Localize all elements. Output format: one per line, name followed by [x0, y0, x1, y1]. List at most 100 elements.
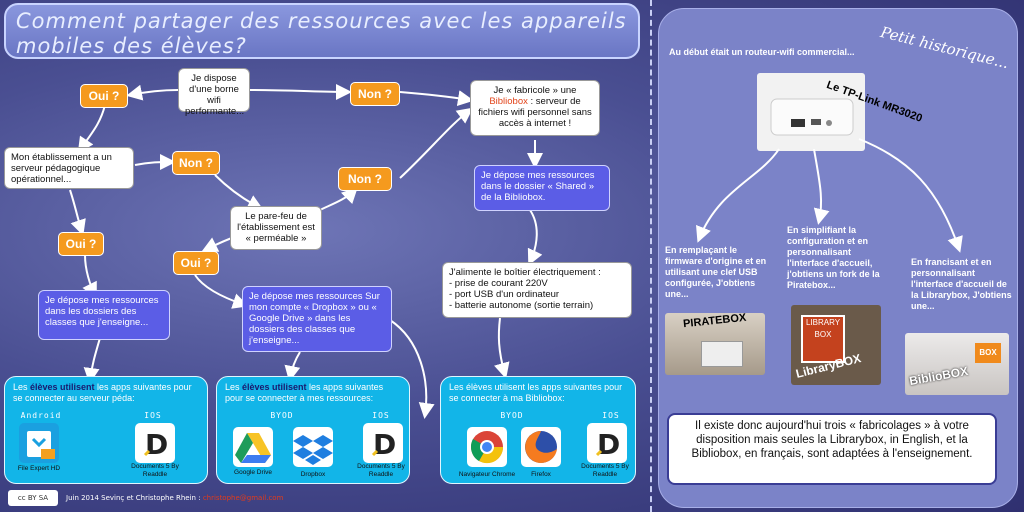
- apps-box-ressources-text: Les élèves utilisent les apps suivantes …: [217, 377, 409, 409]
- router-shape: [701, 341, 743, 367]
- power-item-2: - port USB d'un ordinateur: [449, 289, 560, 300]
- os-label-byod: BYOD: [500, 411, 524, 420]
- app-name-google-drive: Google Drive: [234, 469, 272, 476]
- arrow-borne-non: [249, 83, 352, 100]
- history-step-librarybox: En simplifiant la configuration et en pe…: [787, 225, 880, 290]
- box2-bold: élèves utilisent: [242, 382, 307, 392]
- firefox-icon[interactable]: [521, 427, 561, 467]
- non-button-3[interactable]: Non ?: [338, 167, 392, 191]
- router-photo: [757, 73, 865, 151]
- os-label-ios: IOS: [144, 411, 162, 420]
- app-name-documents: Documents 5 By Readdle: [131, 463, 179, 478]
- title-line-2: mobiles des élèves?: [16, 34, 247, 58]
- fabricole-bubble: Je « fabricole » une Bibliobox : serveur…: [470, 80, 600, 136]
- power-bubble: J'alimente le boîtier électriquement : -…: [442, 262, 632, 318]
- box1-post: les apps suivantes pour se connecter au …: [13, 382, 192, 403]
- arrow-power-box3: [494, 317, 510, 379]
- arrow-dropbox-right: [389, 319, 435, 419]
- svg-text:D: D: [145, 428, 168, 461]
- apps-box-serveur-text: Les élèves utilisent les apps suivantes …: [5, 377, 207, 409]
- os-label-ios: IOS: [372, 411, 390, 420]
- librarybox-sticker: LIBRARY BOX: [801, 315, 845, 363]
- apps-box-bibliobox: Les élèves utilisent les apps suivantes …: [440, 376, 636, 484]
- bibliobox-label: BiblioBOX: [908, 363, 970, 389]
- credit-line: Juin 2014 Sevinç et Christophe Rhein : c…: [66, 494, 283, 502]
- arrow-non2-fabricole: [399, 107, 474, 179]
- history-step-piratebox: En remplaçant le firmware d'origine et e…: [665, 245, 767, 299]
- cc-license-badge: cc BY SA: [8, 490, 58, 506]
- fabricole-text-pre: Je « fabricole » une: [493, 85, 577, 96]
- oui-button-1[interactable]: Oui ?: [80, 84, 128, 108]
- app-name-firefox: Firefox: [531, 471, 551, 478]
- question-serveur: Mon établissement a un serveur pédagogiq…: [4, 147, 134, 189]
- piratebox-label: PIRATEBOX: [682, 313, 747, 331]
- app-name-file-expert: File Expert HD: [17, 465, 61, 472]
- bibliobox-photo: BOX BiblioBOX: [905, 333, 1009, 395]
- app-name-documents: Documents 5 By Readdle: [357, 463, 405, 478]
- fabricole-text-post: : serveur de fichiers wifi personnel san…: [478, 96, 592, 129]
- os-label-ios: IOS: [602, 411, 620, 420]
- arrow-oui-classes: [82, 254, 97, 299]
- os-label-byod: BYOD: [270, 411, 294, 420]
- svg-text:D: D: [597, 428, 620, 461]
- file-expert-icon[interactable]: [19, 423, 59, 463]
- oui-button-3[interactable]: Oui ?: [173, 251, 219, 275]
- arrow-dropbox-box2: [284, 351, 301, 382]
- question-borne-wifi: Je dispose d'une borne wifi performante.…: [178, 68, 250, 117]
- arrow-classes-box1: [83, 337, 101, 384]
- non-button-2[interactable]: Non ?: [172, 151, 220, 175]
- arrow-non-parefeu: [214, 174, 264, 210]
- question-parefeu: Le pare-feu de l'établissement est « per…: [230, 206, 322, 250]
- power-title: J'alimente le boîtier électriquement :: [449, 267, 601, 278]
- arrow-oui-dropbox: [194, 274, 249, 309]
- app-name-dropbox: Dropbox: [300, 471, 326, 478]
- arrow-parefeu-non: [319, 187, 358, 211]
- google-drive-icon[interactable]: [233, 427, 273, 467]
- arrow-serveur-oui: [69, 189, 86, 236]
- arrow-oui-serveur: [77, 104, 106, 154]
- box1-pre: Les: [13, 382, 31, 392]
- title-line-1: Comment partager des ressources avec les…: [16, 9, 627, 33]
- bibliobox-brand: Bibliobox: [489, 96, 528, 107]
- arrow-serveur-non: [134, 154, 176, 171]
- credit-text: Juin 2014 Sevinç et Christophe Rhein :: [66, 494, 201, 502]
- bibliobox-sticker: BOX: [975, 343, 1001, 363]
- action-dropbox-drive: Je dépose mes ressources Sur mon compte …: [242, 286, 392, 352]
- os-label-android: Android: [20, 411, 62, 420]
- action-shared-folder: Je dépose mes ressources dans le dossier…: [474, 165, 610, 211]
- box2-pre: Les: [225, 382, 243, 392]
- documents-icon[interactable]: D: [363, 423, 403, 463]
- apps-box-ressources: Les élèves utilisent les apps suivantes …: [216, 376, 410, 484]
- flow-arrows: [69, 83, 543, 419]
- chrome-icon[interactable]: [467, 427, 507, 467]
- box2-post: les apps suivantes pour se connecter à m…: [225, 382, 384, 403]
- dropbox-icon[interactable]: [293, 427, 333, 467]
- history-panel: Petit historique... Au début était un ro…: [658, 8, 1018, 508]
- title-banner: Comment partager des ressources avec les…: [4, 3, 640, 59]
- power-item-1: - prise de courant 220V: [449, 278, 548, 289]
- arrow-non-fabricole: [399, 90, 474, 107]
- conclusion-box: Il existe donc aujourd'hui trois « fabri…: [667, 413, 997, 485]
- piratebox-photo: PIRATEBOX: [665, 313, 765, 375]
- apps-box-bibliobox-text: Les élèves utilisent les apps suivantes …: [449, 382, 623, 403]
- arrow-shared-power: [527, 209, 543, 266]
- documents-icon[interactable]: D: [587, 423, 627, 463]
- section-divider: [650, 0, 652, 512]
- action-dossiers-classes: Je dépose mes ressources dans les dossie…: [38, 290, 170, 340]
- history-arrows: [696, 138, 963, 253]
- documents-icon[interactable]: D: [135, 423, 175, 463]
- app-name-chrome: Navigateur Chrome: [458, 471, 516, 478]
- librarybox-photo: LIBRARY BOX LibraryBOX: [791, 305, 881, 385]
- history-intro: Au début était un routeur-wifi commercia…: [669, 47, 855, 57]
- arrow-borne-oui: [126, 84, 179, 101]
- box1-bold: élèves utilisent: [30, 382, 95, 392]
- non-button-1[interactable]: Non ?: [350, 82, 400, 106]
- svg-text:D: D: [373, 428, 396, 461]
- oui-button-2[interactable]: Oui ?: [58, 232, 104, 256]
- power-item-3: - batterie autonome (sortie terrain): [449, 300, 594, 311]
- contact-email[interactable]: christophe@gmail.com: [202, 494, 284, 502]
- history-step-bibliobox: En francisant et en personnalisant l'int…: [911, 257, 1012, 311]
- apps-box-serveur: Les élèves utilisent les apps suivantes …: [4, 376, 208, 484]
- app-name-documents: Documents 5 By Readdle: [581, 463, 629, 478]
